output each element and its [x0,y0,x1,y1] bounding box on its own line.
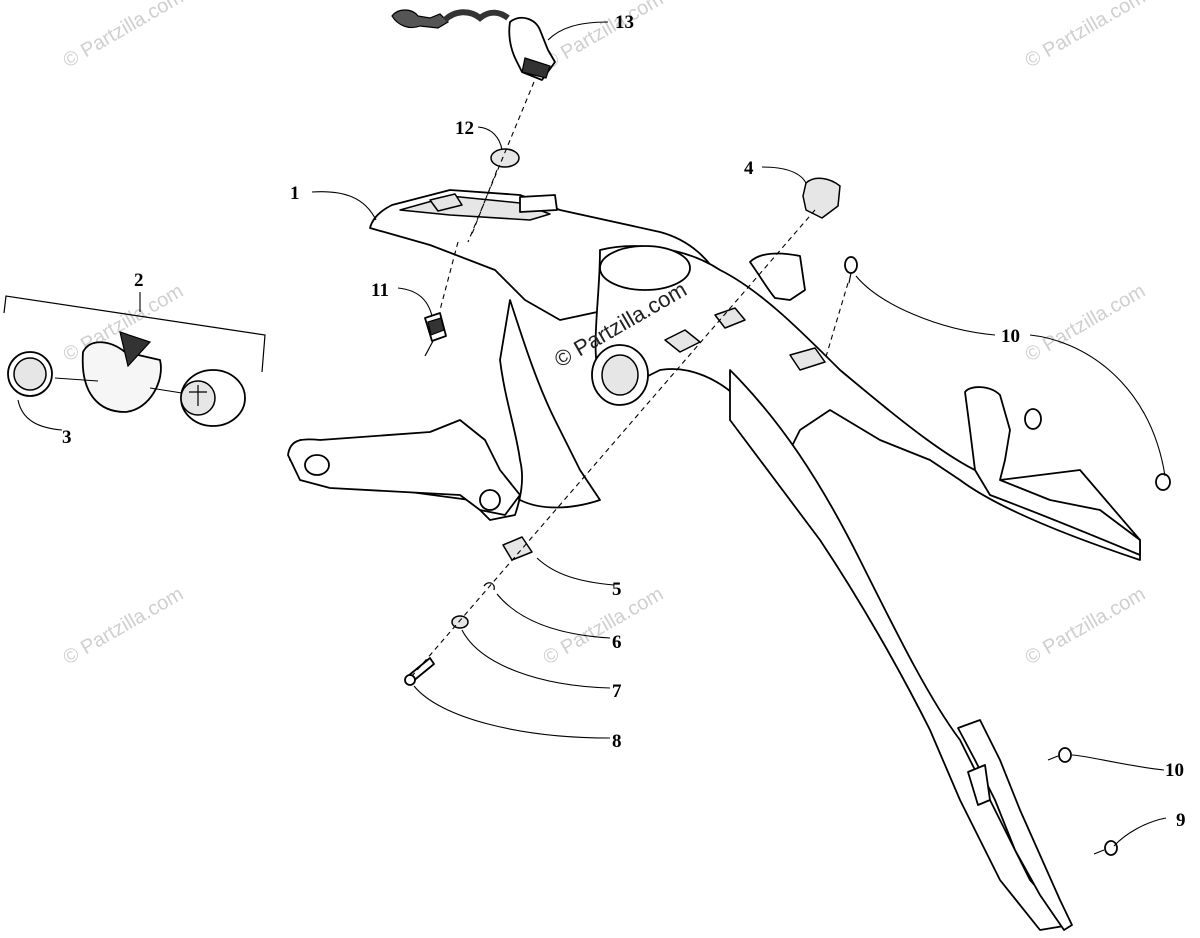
part-7-washer [451,615,469,629]
watermark: © Partzilla.com [60,583,188,669]
callout-8: 8 [612,731,622,752]
part-2-assembly [3,295,266,427]
callout-12: 12 [455,118,474,139]
callout-3: 3 [62,427,72,448]
part-12-grommet [490,148,520,168]
part-1-console [287,189,1141,931]
part-9-screw [1093,840,1118,856]
part-11-switch [424,312,447,357]
arrow-icon [119,331,152,368]
callout-4: 4 [744,158,754,179]
watermark: © Partzilla.com [540,0,668,74]
watermark: © Partzilla.com [60,0,188,72]
part-10-screw-lower [1047,747,1072,763]
part-10-nut [1155,473,1171,491]
callout-9: 9 [1176,810,1186,831]
leader-lines [17,21,1167,847]
callout-2: 2 [134,270,144,291]
watermark: © Partzilla.com [540,583,668,669]
callout-6: 6 [612,632,622,653]
callout-5: 5 [612,579,622,600]
watermark: © Partzilla.com [1022,583,1150,669]
callout-10-lower: 10 [1165,760,1184,781]
part-5-clip [502,536,533,561]
callout-10-upper: 10 [1001,326,1020,347]
watermark: © Partzilla.com [1022,0,1150,72]
callout-7: 7 [612,681,622,702]
callout-labels: 1 2 3 4 5 6 7 8 9 10 10 11 12 13 [62,12,1186,831]
part-6-ring [483,582,495,591]
part-10-screw [844,256,858,284]
part-8-bolt [404,657,435,686]
callout-1: 1 [290,183,300,204]
part-13-tether [391,9,556,81]
callout-11: 11 [371,280,389,301]
callout-13: 13 [615,12,634,33]
part-4-knob [802,177,841,219]
assembly-axes [411,81,849,677]
